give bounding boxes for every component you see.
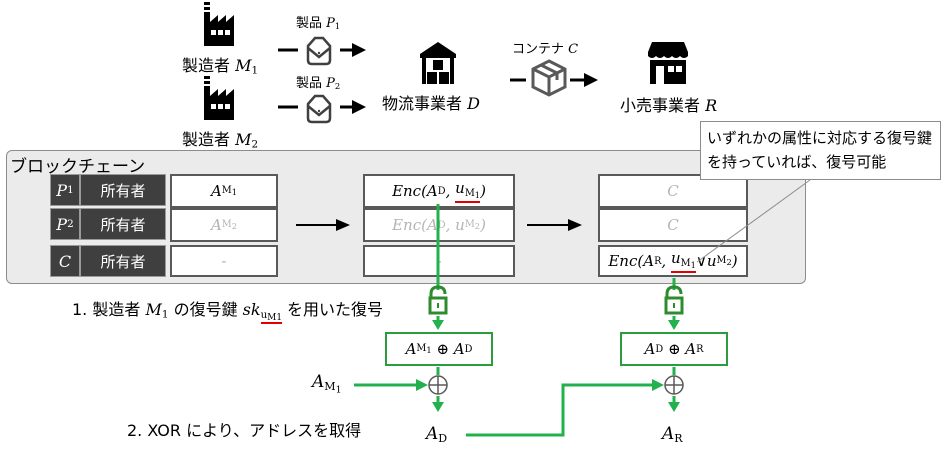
output-ad: AD: [426, 424, 448, 445]
row-sub: 1: [67, 184, 74, 196]
row-var: P: [56, 214, 68, 234]
retailer-var: R: [705, 96, 718, 115]
blockchain-title: ブロックチェーン: [10, 157, 146, 177]
logistics-var: D: [467, 94, 480, 113]
bag-icon: [306, 36, 332, 66]
product-2-name: 製品: [296, 76, 323, 91]
product-1-name: 製品: [296, 16, 323, 31]
row-sub: 2: [67, 218, 74, 230]
callout-note: いずれかの属性に対応する復号鍵 を持っていれば、復号可能: [700, 121, 941, 180]
step1-actor-sub: 1: [161, 308, 169, 321]
box-icon: [531, 59, 567, 97]
state3-p2-cell: C: [598, 208, 748, 242]
output-ar: AR: [662, 424, 683, 445]
xor-icon: [428, 375, 448, 395]
retailer-name: 小売事業者: [620, 96, 701, 115]
product-1-sub: 1: [334, 21, 341, 32]
manufacturer-2-sub: 2: [251, 138, 259, 151]
manufacturer-2-var: M: [235, 130, 252, 149]
manufacturer-1-var: M: [235, 56, 252, 75]
callout-line-1: いずれかの属性に対応する復号鍵: [707, 129, 933, 147]
step2-text: 2. XOR により、アドレスを取得: [127, 421, 362, 440]
manufacturer-1-sub: 1: [251, 64, 259, 77]
step1-mid: の復号鍵: [173, 300, 238, 319]
bag-icon: [306, 94, 332, 124]
step1-key-name: sk: [242, 300, 261, 319]
step1-actor-var: M: [145, 300, 162, 319]
store-icon: [648, 42, 688, 84]
product-2-label: 製品 P2: [296, 72, 340, 91]
warehouse-icon: [420, 42, 456, 84]
step1-text: 1. 製造者 M1 の復号鍵 skuM1 を用いた復号: [72, 296, 384, 324]
product-2-var: P: [326, 76, 335, 91]
product-1-label: 製品 P1: [296, 12, 340, 31]
row-var: P: [56, 180, 68, 200]
logistics-label: 物流事業者 D: [382, 90, 480, 114]
manufacturer-2-label: 製造者 M2: [182, 126, 258, 151]
state1-c-cell: -: [170, 245, 278, 277]
row-var: C: [58, 251, 72, 271]
row-header-c: C: [50, 245, 80, 277]
unlock-icon: [664, 285, 684, 315]
manufacturer-1-name: 製造者: [182, 56, 231, 75]
retailer-label: 小売事業者 R: [620, 92, 717, 116]
xor-icon: [664, 375, 684, 395]
step1-key: skuM1: [242, 300, 282, 324]
factory-icon: [204, 2, 234, 46]
state2-c-cell: -: [363, 245, 515, 277]
factory-icon: [204, 76, 234, 120]
row-field-owner: 所有者: [80, 208, 166, 240]
manufacturer-1-label: 製造者 M1: [182, 52, 258, 77]
container-name: コンテナ: [512, 42, 565, 57]
logistics-name: 物流事業者: [382, 94, 463, 113]
row-field-owner: 所有者: [80, 245, 166, 277]
step1-prefix: 1. 製造者: [72, 300, 141, 319]
callout-line-2: を持っていれば、復号可能: [707, 153, 887, 171]
container-label: コンテナ C: [512, 38, 578, 57]
manufacturer-2-name: 製造者: [182, 130, 231, 149]
unlock-icon: [428, 285, 448, 315]
step1-suffix: を用いた復号: [287, 300, 384, 319]
product-1-var: P: [326, 16, 335, 31]
row-field-owner: 所有者: [80, 174, 166, 206]
container-var: C: [568, 42, 579, 57]
product-2-sub: 2: [334, 81, 341, 92]
input-am1: AM1: [312, 372, 342, 396]
